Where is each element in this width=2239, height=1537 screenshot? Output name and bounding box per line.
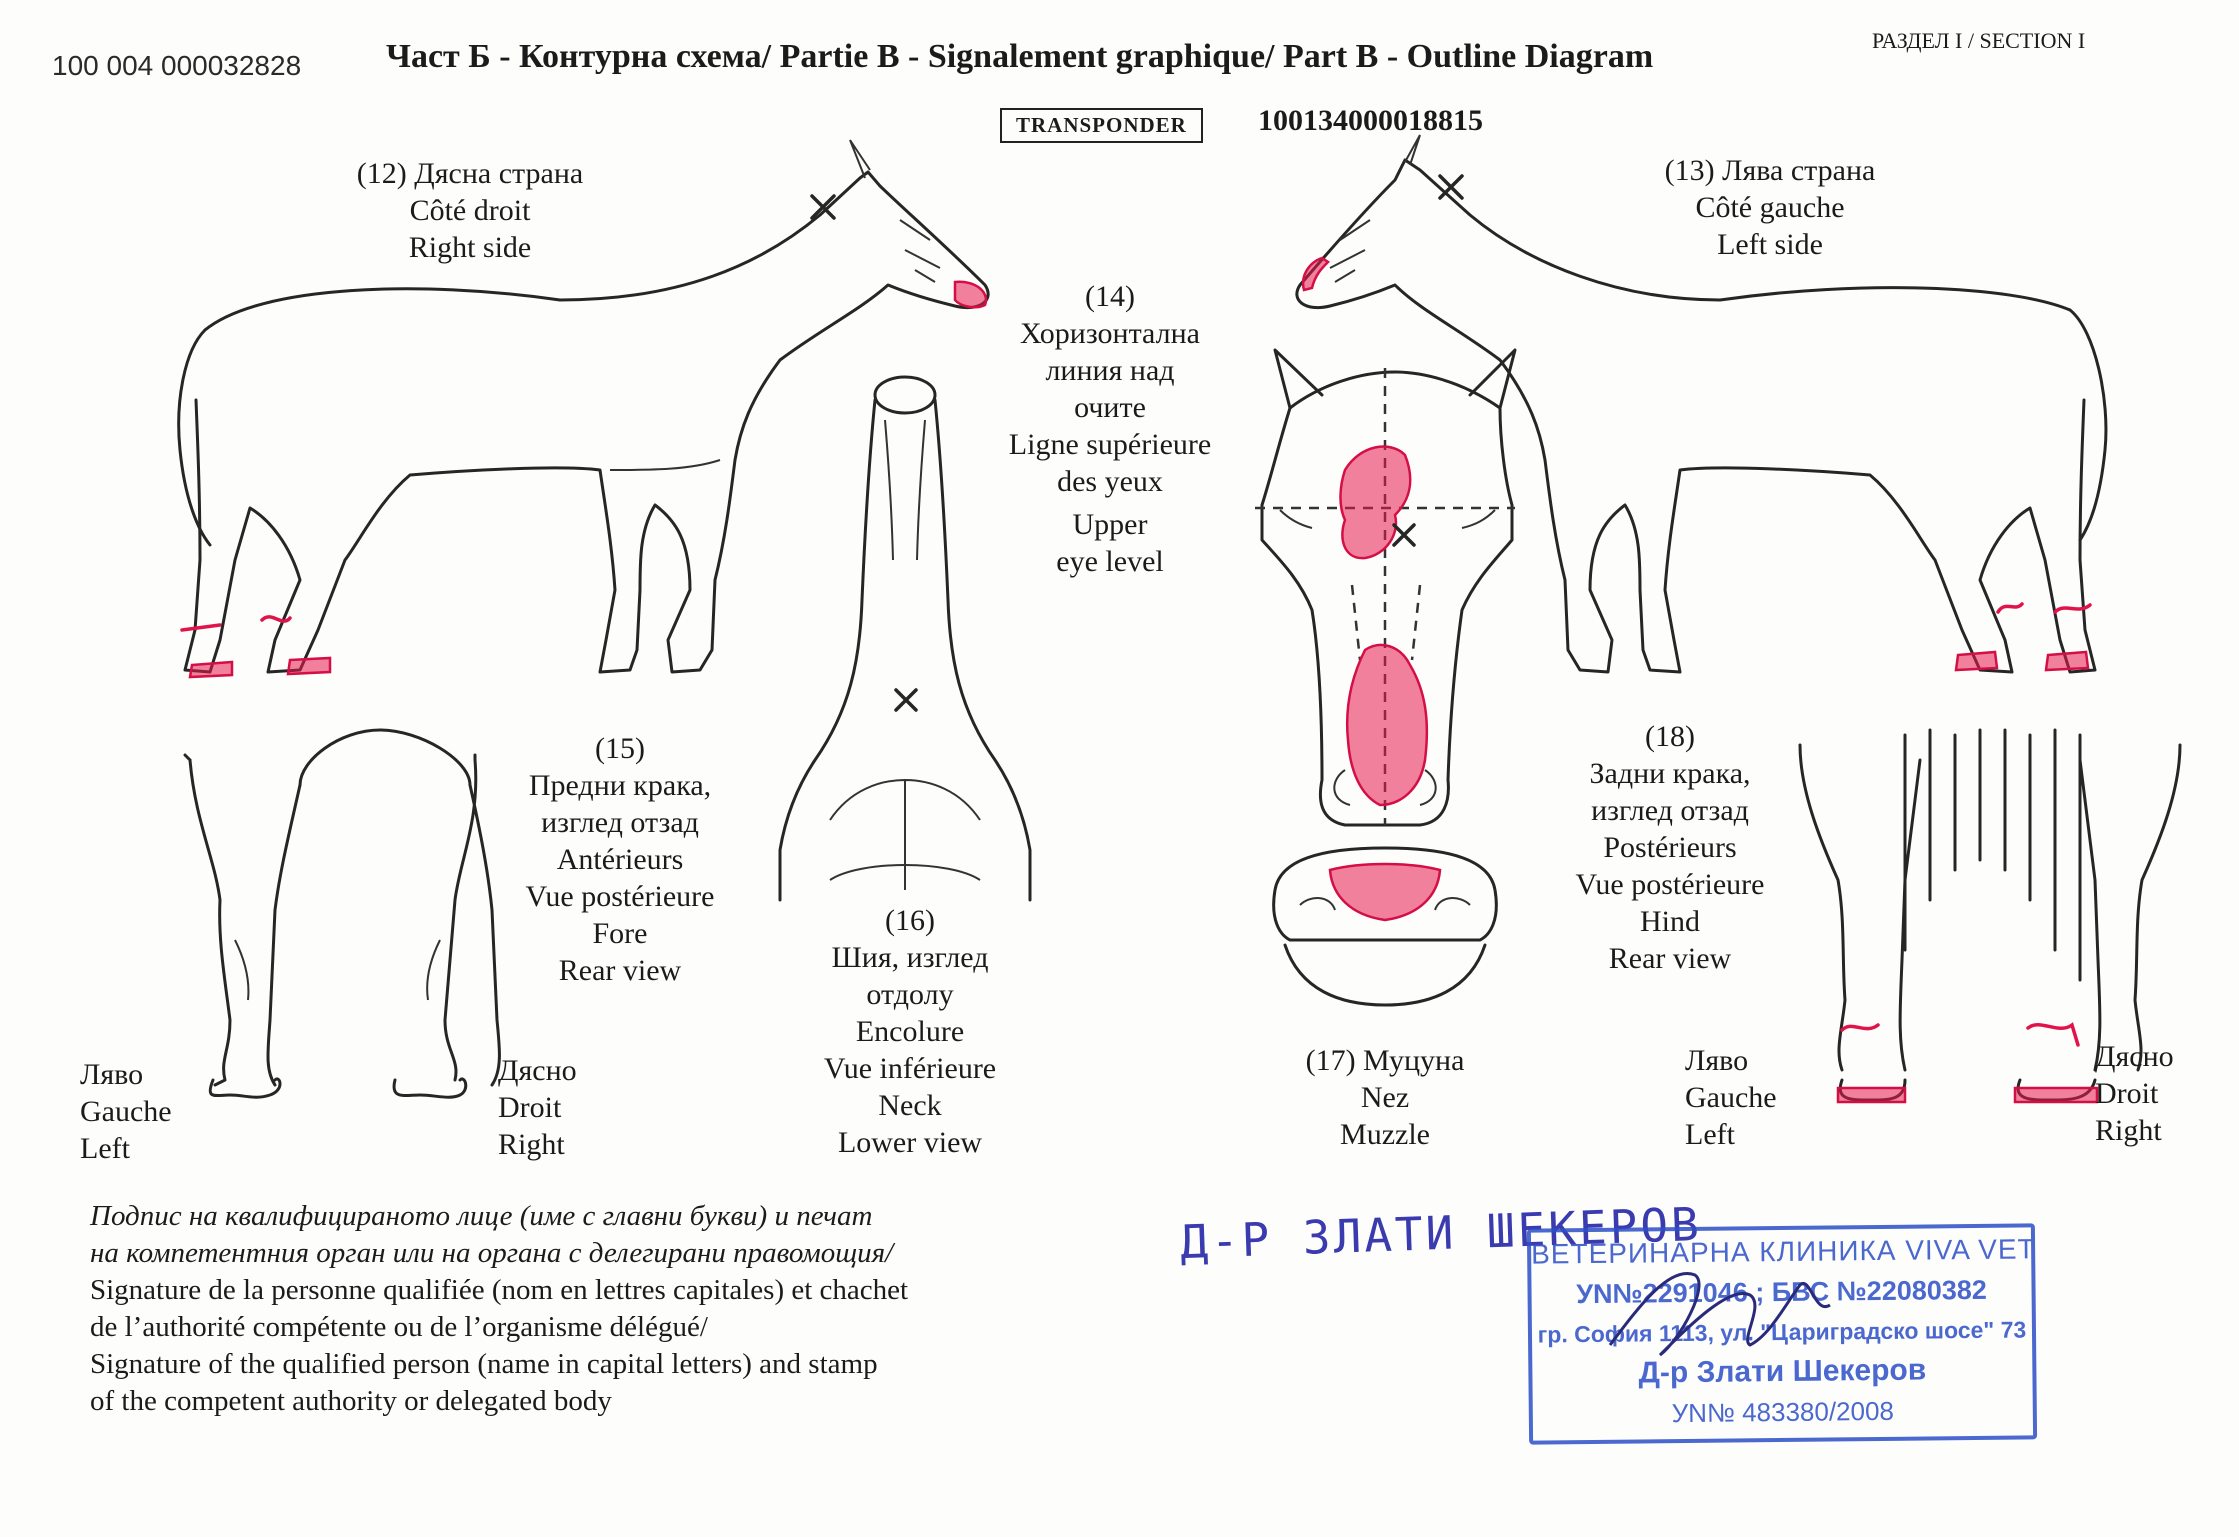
horse-left-side-outline bbox=[1295, 134, 2108, 674]
transponder-number: 100134000018815 bbox=[1258, 104, 1483, 137]
label-forelegs: (15)Предни крака,изглед отзад Antérieurs… bbox=[525, 732, 715, 987]
label-hindlegs: (18)Задни крака,изглед отзад Postérieurs… bbox=[1575, 720, 1765, 975]
hindlegs-rear-view-outline bbox=[1798, 728, 2182, 1104]
signature-instructions: Подпис на квалифицираното лице (име с гл… bbox=[90, 1200, 909, 1417]
signature-scribble bbox=[1608, 1272, 1831, 1357]
muzzle-outline bbox=[1272, 846, 1498, 1007]
forelegs-rear-view-outline bbox=[183, 728, 501, 1099]
section-label: РАЗДЕЛ I / SECTION I bbox=[1872, 28, 2086, 53]
document-number: 100 004 000032828 bbox=[52, 50, 302, 81]
transponder-label: TRANSPONDER bbox=[1000, 108, 1203, 143]
horse-face-outline bbox=[1255, 348, 1517, 827]
page-title: Част Б - Контурна схема/ Partie B - Sign… bbox=[386, 38, 1654, 75]
horse-right-side-outline bbox=[177, 139, 990, 679]
neck-lower-view-outline bbox=[778, 375, 1032, 902]
